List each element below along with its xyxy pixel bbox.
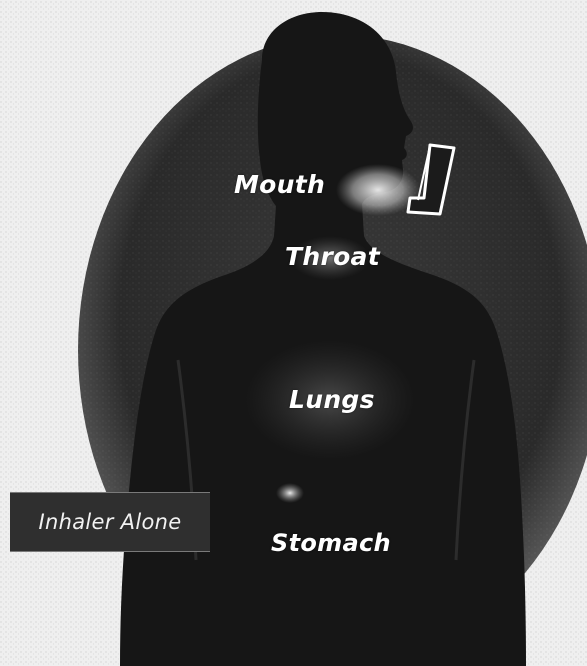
scenario-label: Inhaler Alone	[39, 510, 182, 534]
scenario-banner: Inhaler Alone	[10, 492, 210, 552]
lungs-label: Lungs	[289, 385, 375, 414]
stomach-label: Stomach	[271, 529, 391, 557]
mouth-label: Mouth	[234, 170, 325, 199]
stomach-deposition	[276, 483, 304, 503]
throat-label: Throat	[285, 242, 380, 271]
